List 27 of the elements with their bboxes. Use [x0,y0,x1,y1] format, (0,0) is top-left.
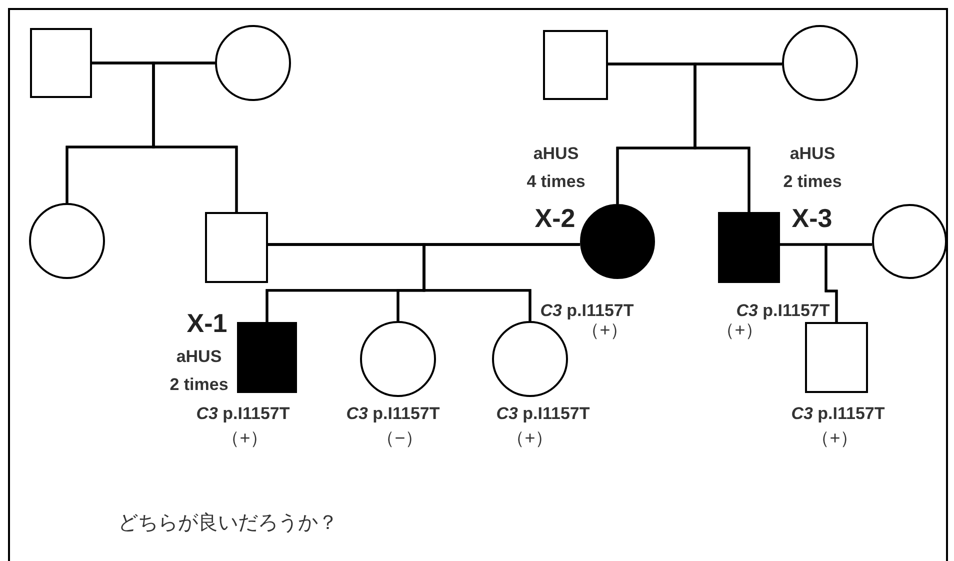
test-result: （+） [580,320,630,342]
test-result: （+） [220,427,270,450]
genotype-label: C3 p.I1157T [495,403,591,425]
affected-male-square [718,212,780,283]
genotype-label: C3 p.I1157T [195,403,291,425]
male-square [543,30,608,100]
genotype-label: C3 p.I1157T [345,403,441,425]
test-result: （−） [376,427,424,450]
pedigree-line [694,62,782,212]
test-result: （+） [810,427,860,450]
question-text: どちらが良いだろうか？ [118,511,338,536]
individual-id: X-2 [534,203,576,233]
individual-id: X-1 [186,308,228,338]
individual-id: X-3 [790,203,834,233]
test-result: （+） [716,320,764,342]
affected-male-square [237,322,297,393]
disease-note: aHUS 2 times [782,143,843,193]
male-square [205,212,268,283]
male-square [30,28,92,98]
pedigree-line [152,62,238,212]
genotype-label: C3 p.I1157T [735,300,831,322]
pedigree-line [824,243,872,322]
test-result: （+） [506,427,554,450]
male-square [805,322,868,393]
disease-note: aHUS 4 times [526,143,586,193]
genotype-label: C3 p.I1157T [790,403,886,425]
genotype-label: C3 p.I1157T [539,300,635,322]
